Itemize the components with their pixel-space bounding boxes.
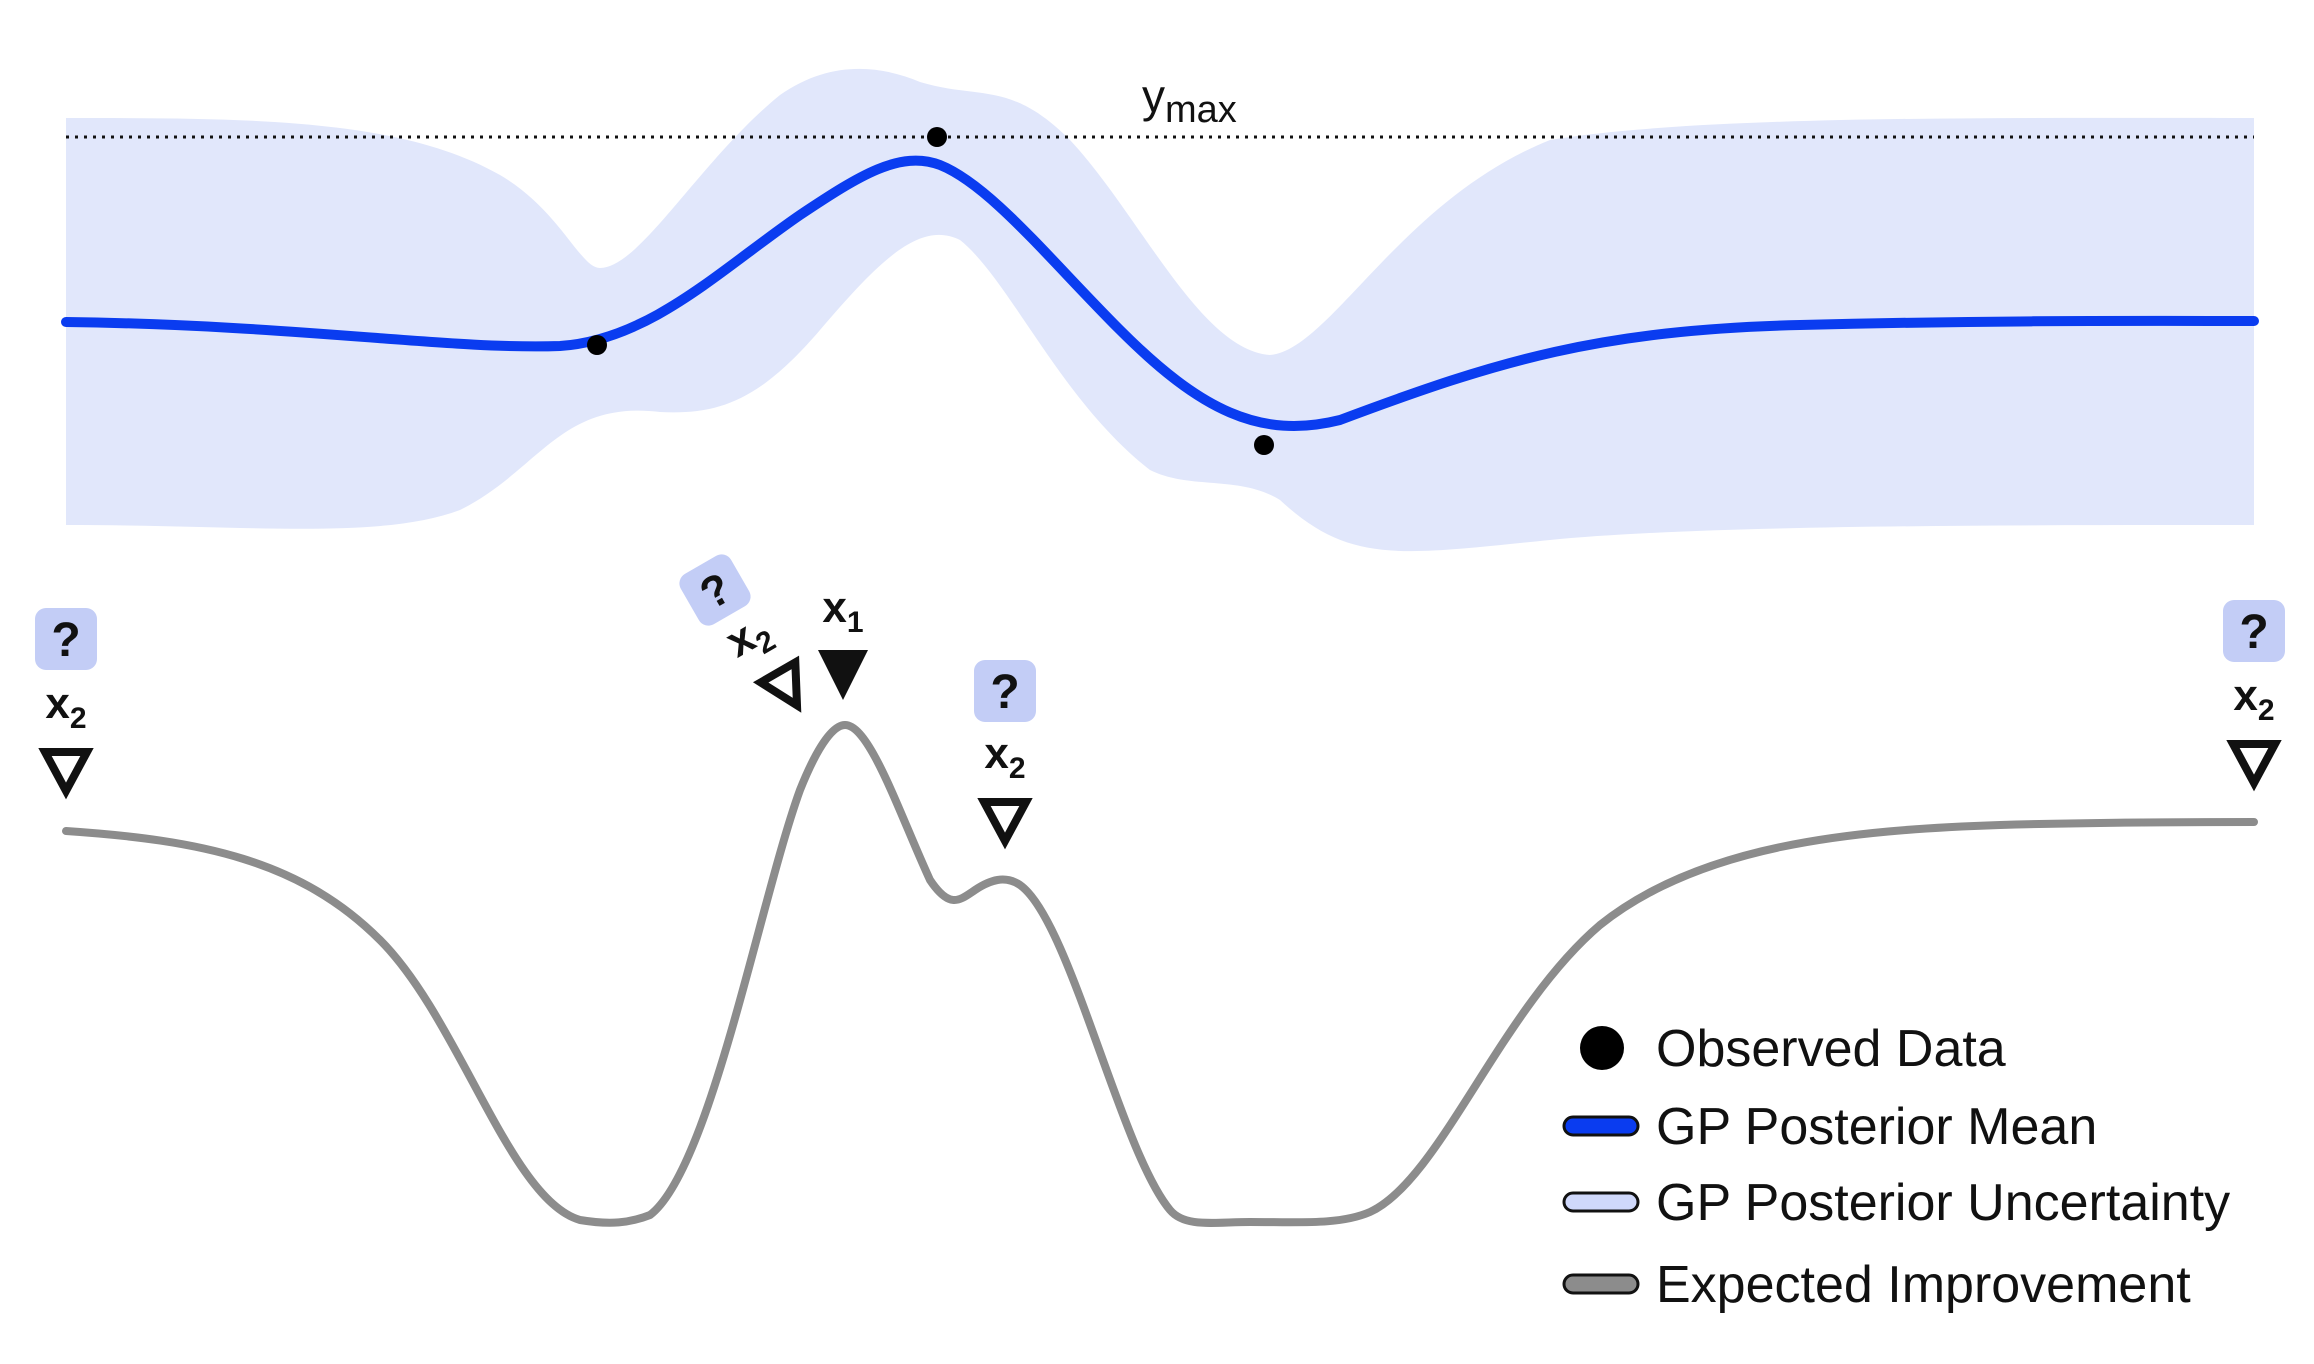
- candidate-x2-right[interactable]: ? x2: [2223, 600, 2285, 792]
- observed-point: [927, 127, 947, 147]
- question-badge: [2223, 600, 2285, 662]
- observed-point: [587, 335, 607, 355]
- question-mark-icon: ?: [51, 614, 80, 667]
- legend-line-marker: [1562, 1115, 1640, 1137]
- legend: Observed Data GP Posterior Mean GP Poste…: [1562, 1020, 2230, 1314]
- legend-item-observed-data: Observed Data: [1580, 1020, 2006, 1078]
- open-triangle-icon: [38, 748, 94, 800]
- gp-uncertainty-band: [66, 68, 2254, 552]
- candidate-label-sub: 1: [847, 606, 864, 639]
- candidate-label-sub: 2: [70, 702, 87, 735]
- candidate-x2-left[interactable]: ? x2: [35, 608, 97, 800]
- candidate-label-base: x: [984, 729, 1009, 778]
- legend-label: Observed Data: [1656, 1020, 2006, 1078]
- candidate-label: x2: [45, 679, 86, 735]
- legend-label: GP Posterior Mean: [1656, 1098, 2097, 1156]
- legend-item-gp-uncertainty: GP Posterior Uncertainty: [1562, 1174, 2230, 1232]
- open-triangle-icon: [752, 655, 802, 713]
- open-triangle-icon: [2226, 740, 2282, 792]
- candidate-x1-peak[interactable]: x1: [818, 583, 868, 700]
- gp-mean-line: [61, 155, 2259, 431]
- candidate-label: x1: [822, 583, 863, 639]
- legend-dot-marker: [1580, 1026, 1624, 1070]
- candidate-label: x2: [2233, 671, 2274, 727]
- candidate-label-base: x: [45, 679, 70, 728]
- question-badge: [35, 608, 97, 670]
- question-badge: [974, 660, 1036, 722]
- expected-improvement-curve: [62, 720, 2258, 1227]
- ymax-label: ymax: [1142, 70, 1237, 131]
- ymax-label-base: y: [1142, 70, 1165, 122]
- question-mark-icon: ?: [2239, 606, 2268, 659]
- candidate-label-sub: 2: [2258, 694, 2275, 727]
- candidate-label-base: x: [822, 583, 847, 632]
- ymax-label-sub: max: [1165, 89, 1237, 131]
- legend-label: GP Posterior Uncertainty: [1656, 1174, 2230, 1232]
- question-mark-icon: ?: [990, 666, 1019, 719]
- legend-line-marker: [1562, 1273, 1640, 1295]
- legend-item-expected-improvement: Expected Improvement: [1562, 1256, 2191, 1314]
- observed-point: [1254, 435, 1274, 455]
- legend-item-gp-mean: GP Posterior Mean: [1562, 1098, 2097, 1156]
- question-badge: [679, 554, 751, 626]
- filled-triangle-icon: [818, 650, 868, 700]
- candidate-label: x2: [984, 729, 1025, 785]
- legend-label: Expected Improvement: [1656, 1256, 2191, 1314]
- candidate-x2-bump[interactable]: ? x2: [974, 660, 1036, 850]
- open-triangle-icon: [977, 798, 1033, 850]
- legend-line-marker: [1562, 1191, 1640, 1213]
- candidate-label-base: x: [2233, 671, 2258, 720]
- candidate-label-sub: 2: [1009, 752, 1026, 785]
- candidate-x2-tilted[interactable]: ? x2: [675, 550, 814, 715]
